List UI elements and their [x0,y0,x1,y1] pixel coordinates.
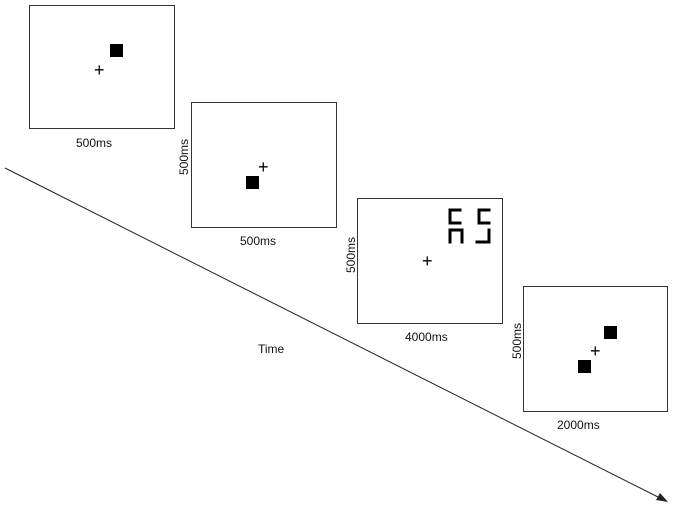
panel-4-side-duration: 500ms [510,322,525,360]
stimulus-square [578,360,591,373]
probe-c-shape [477,208,491,225]
trial-panel-1: + [29,5,175,129]
fixation-cross: + [258,157,269,177]
panel-3-side-duration: 500ms [344,236,359,274]
panel-2-side-duration: 500ms [177,138,192,176]
panel-1-duration: 500ms [76,136,113,150]
fixation-cross: + [94,60,105,80]
fixation-cross: + [422,251,433,271]
probe-j-shape [475,228,491,244]
probe-n-shape [448,228,464,244]
probe-shapes [448,208,491,244]
fixation-cross: + [590,341,601,361]
stimulus-square [604,326,617,339]
trial-panel-3: + [357,198,503,324]
cue-square [110,44,123,57]
probe-c-shape [448,208,462,225]
trial-panel-4: + [523,286,668,412]
panel-2-duration: 500ms [240,234,277,248]
panel-3-duration: 4000ms [405,330,448,344]
trial-panel-2: + [191,102,337,228]
target-square [246,176,259,189]
time-label: Time [258,342,285,356]
panel-4-duration: 2000ms [557,418,600,432]
